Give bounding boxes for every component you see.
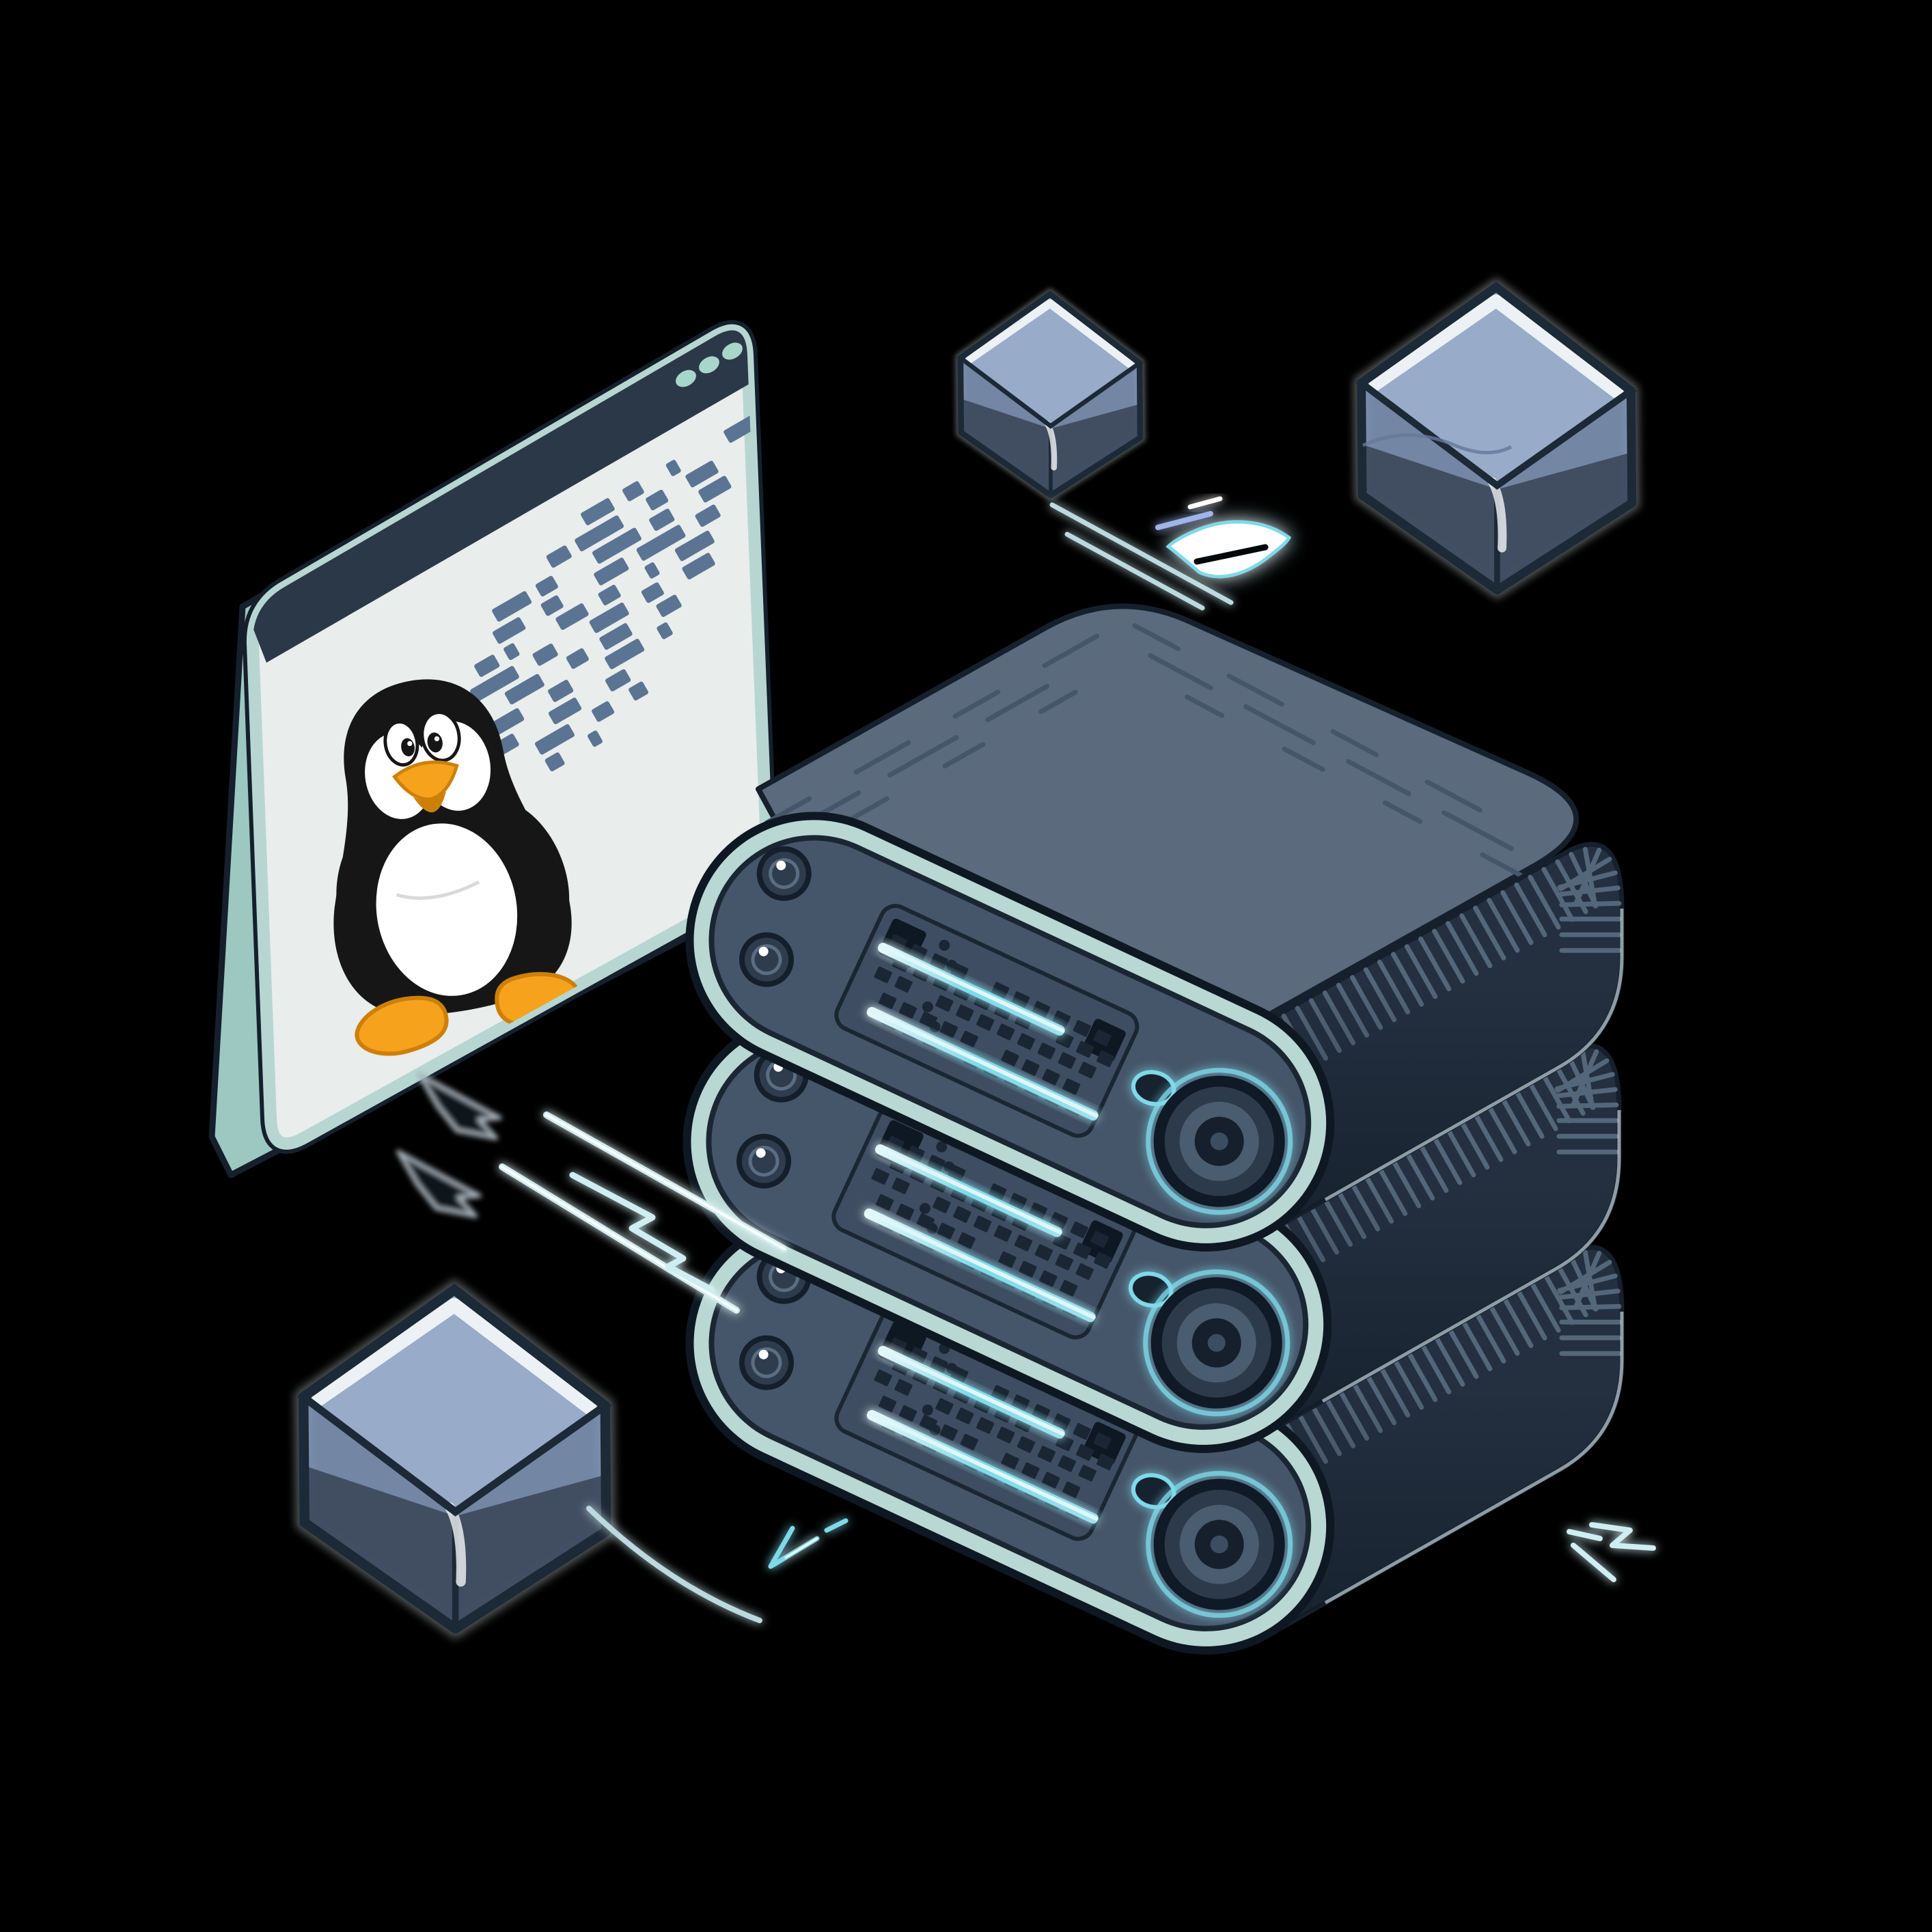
tux-belly [376,823,518,996]
tux-flipper [512,802,570,921]
window-control-dot [676,370,696,387]
lightning-bolt-left [569,1172,715,1293]
glass-cubes [303,287,1632,1629]
window-control-dot [699,356,719,374]
dart-icon [396,1150,482,1219]
cube-top-small [961,294,1140,496]
dart-icon [417,1072,502,1141]
window-control-dots [676,342,743,387]
server-unit-1 [644,603,1622,1293]
cube-top-right [1362,287,1632,590]
energy-streaks-left [499,1112,788,1314]
window-control-dot [722,342,743,360]
energy-effects [396,496,1656,1623]
top-face-hatching [764,623,1523,878]
tux-foot [355,995,449,1056]
tux-beak [392,760,459,801]
window-title-bar [252,330,767,663]
code-pattern [435,415,759,835]
cube-glass-wave [1362,433,1513,454]
data-darts [396,1072,502,1219]
tux-penguin-logo [333,679,581,1056]
data-stream-top [1049,502,1234,611]
lightning-bolt-bottom-right [1567,1522,1656,1582]
server-stack [641,603,1622,1696]
cube-bottom-left [303,1290,606,1629]
data-stream-bottom [586,1506,848,1623]
energy-arrow-top [1155,496,1292,579]
linux-terminal-window [208,320,777,1178]
tux-flipper [336,834,383,962]
